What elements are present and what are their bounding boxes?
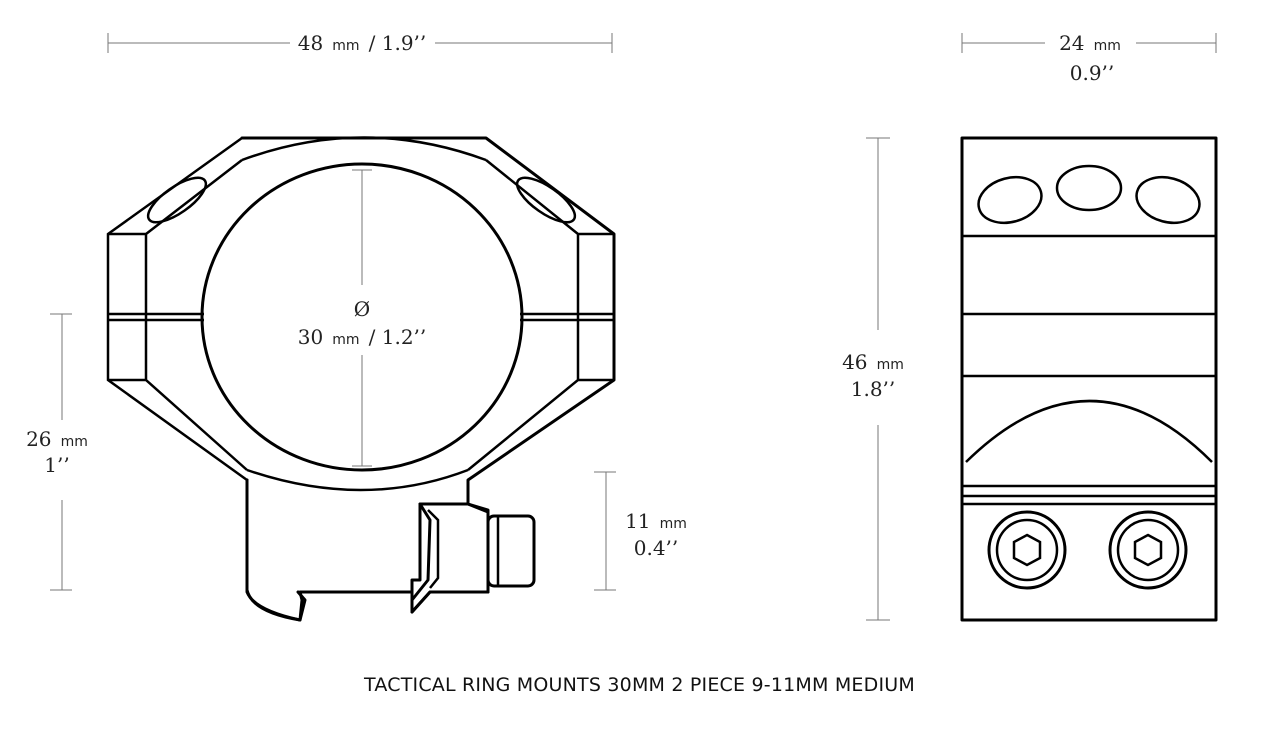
hex-socket-left-icon (1012, 533, 1042, 567)
dim-width-side-imperial: 0.9’’ (1070, 61, 1115, 85)
front-view-bottom-arc (246, 468, 469, 492)
dim-height-center-imperial: 1’’ (44, 453, 69, 477)
front-view-clamp-inner (427, 509, 440, 589)
dim-height-total-label: 46 mm (842, 350, 904, 374)
front-view (106, 136, 616, 622)
side-view-screw-right (1108, 510, 1188, 590)
product-caption: TACTICAL RING MOUNTS 30MM 2 PIECE 9-11MM… (364, 674, 915, 696)
dim-height-total-imperial: 1.8’’ (851, 377, 896, 401)
side-view-hole-right (1135, 175, 1201, 225)
front-view-rail-foot (245, 478, 307, 622)
side-view-screw-left (987, 510, 1067, 590)
front-view-clamp (410, 502, 490, 614)
front-view-top-arc (241, 136, 487, 162)
front-view-upper-left-chamfer (106, 136, 248, 482)
side-view-band-lines (962, 234, 1216, 378)
dim-width-side-label: 24 mm (1059, 31, 1121, 55)
front-view-cross-bolt (486, 514, 536, 588)
side-view-hole-middle (1055, 164, 1123, 212)
side-view-hole-left (977, 175, 1043, 225)
dim-width-front-label: 48 mm / 1.9’’ (298, 31, 427, 55)
dim-rail-height-imperial: 0.4’’ (634, 536, 679, 560)
side-view-dimensions: 24 mm 0.9’’ 46 mm 1.8’’ (842, 31, 1217, 621)
front-view-split-line (108, 312, 614, 322)
side-view-ring-arc (965, 399, 1213, 463)
front-view-dimensions: 48 mm / 1.9’’ Ø 30 mm / 1.2’’ 26 mm 1’’ … (26, 31, 687, 591)
front-view-right-hole (515, 176, 577, 224)
diameter-symbol: Ø (354, 297, 370, 321)
ring-bore-circle (200, 162, 524, 472)
side-view-rail-lines (962, 484, 1216, 506)
side-view (960, 136, 1218, 622)
side-view-body-outline (960, 136, 1218, 622)
screw-inner-left (995, 518, 1059, 582)
dim-diameter-label: 30 mm / 1.2’’ (298, 325, 427, 349)
dim-rail-height-label: 11 mm (625, 509, 687, 533)
screw-head-right (1108, 510, 1188, 590)
dim-height-center-label: 26 mm (26, 427, 88, 451)
front-view-left-hole (146, 176, 208, 224)
hex-socket-right-icon (1133, 533, 1163, 567)
screw-inner-right (1116, 518, 1180, 582)
screw-head-left (987, 510, 1067, 590)
